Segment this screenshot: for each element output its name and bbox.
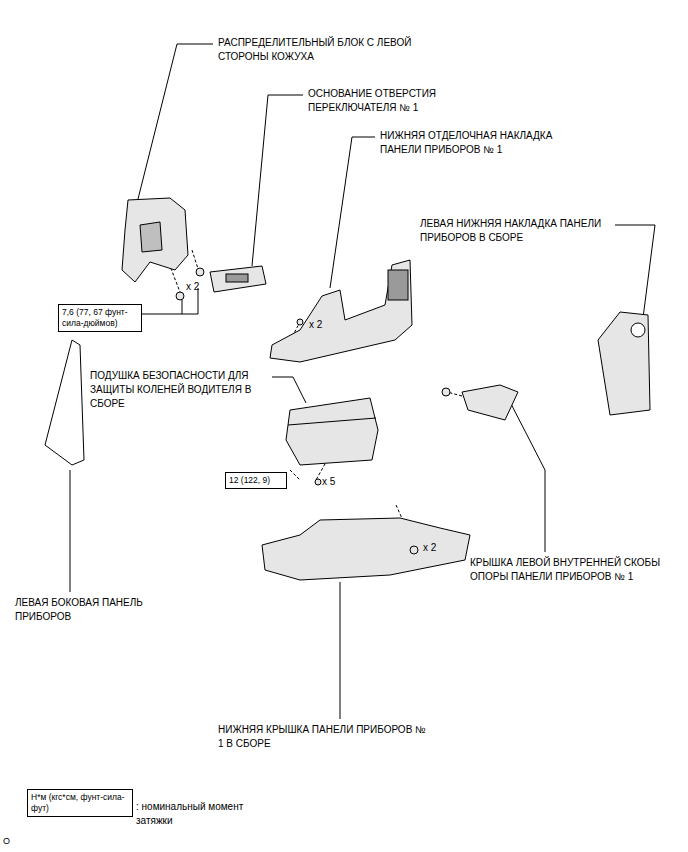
part-name: НИЖНЯЯ КРЫШКА ПАНЕЛИ ПРИБОРОВ № 1 В СБОР… xyxy=(218,723,433,751)
part-name: ПОДУШКА БЕЗОПАСНОСТИ ДЛЯ ЗАЩИТЫ КОЛЕНЕЙ … xyxy=(90,369,270,411)
part-name: ОСНОВАНИЕ ОТВЕРСТИЯ ПЕРЕКЛЮЧАТЕЛЯ № 1 xyxy=(308,87,458,115)
torque-box: Н*м (кгс*см, фунт-сила-фут) xyxy=(27,789,133,817)
part-name: : номинальный момент затяжки xyxy=(136,800,246,828)
quantity-label: x 2 xyxy=(423,541,436,555)
part-name: ЛЕВАЯ НИЖНЯЯ НАКЛАДКА ПАНЕЛИ ПРИБОРОВ В … xyxy=(420,217,630,245)
part-name: РАСПРЕДЕЛИТЕЛЬНЫЙ БЛОК С ЛЕВОЙ СТОРОНЫ К… xyxy=(218,36,453,64)
torque-value: Н*м (кгс*см, фунт-сила-фут) xyxy=(31,792,129,814)
quantity-label: x 2 xyxy=(309,318,322,332)
quantity-label: x 5 xyxy=(322,475,335,489)
part-name: ЛЕВАЯ БОКОВАЯ ПАНЕЛЬ ПРИБОРОВ xyxy=(15,596,185,624)
torque-value: 7,6 (77, 67 фунт-сила-дюймов) xyxy=(62,307,138,329)
torque-box: 7,6 (77, 67 фунт-сила-дюймов) xyxy=(58,304,142,332)
torque-box: 12 (122, 9) xyxy=(225,472,287,489)
part-name: КРЫШКА ЛЕВОЙ ВНУТРЕННЕЙ СКОБЫ ОПОРЫ ПАНЕ… xyxy=(470,556,685,584)
quantity-label: x 2 xyxy=(186,280,199,294)
part-name: O xyxy=(3,834,10,848)
part-name: НИЖНЯЯ ОТДЕЛОЧНАЯ НАКЛАДКА ПАНЕЛИ ПРИБОР… xyxy=(380,129,585,157)
torque-value: 12 (122, 9) xyxy=(229,475,283,486)
